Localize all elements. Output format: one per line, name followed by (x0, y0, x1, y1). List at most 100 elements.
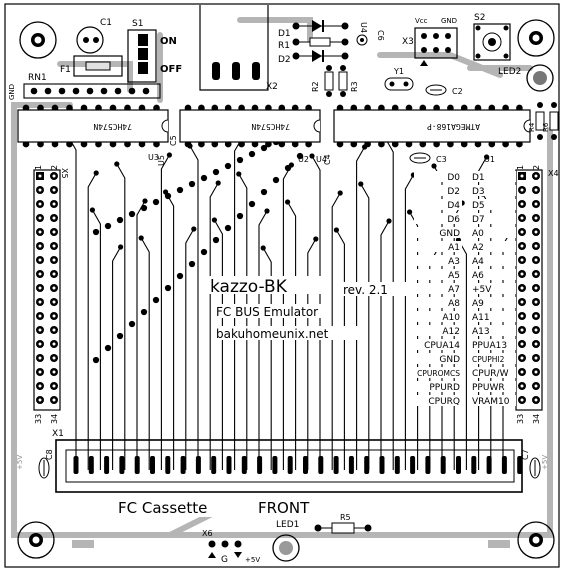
edge-connector-pin (104, 456, 110, 474)
label-x6-gnd: G (221, 555, 228, 565)
via (358, 181, 364, 187)
board-outline (4, 3, 560, 568)
edge-connector-pin (73, 456, 79, 474)
edge-connector-pin (379, 456, 385, 474)
pin-label-bg (470, 283, 516, 294)
bus-trace (360, 183, 370, 470)
pushbutton-s2 (473, 23, 511, 61)
resistor-r3 (338, 65, 348, 97)
label-c4: C4 (323, 154, 332, 165)
header-pin-hole (534, 342, 538, 346)
pin-label: GND (439, 355, 460, 365)
bus-trace (160, 154, 170, 470)
pin-label: CPURQ (428, 397, 460, 407)
via (260, 144, 268, 152)
bus-trace (140, 237, 150, 470)
pin-label: D7 (472, 215, 485, 225)
pin-label-bg (414, 171, 462, 182)
edge-connector-pin (410, 456, 416, 474)
label-c7: C7 (521, 449, 530, 460)
header-pin-hole (520, 244, 524, 248)
bus-trace (307, 238, 317, 470)
pin-label: D4 (447, 201, 460, 211)
edge-connector-pin (272, 456, 278, 474)
pin-label-bg (414, 381, 462, 392)
label-c5: C5 (169, 135, 178, 146)
header-pin-hole (52, 314, 56, 318)
pin-label: A7 (448, 285, 460, 295)
front-label: FRONT (258, 499, 310, 517)
via (176, 272, 184, 280)
label-d2: D2 (278, 55, 291, 65)
header-pin-hole (520, 202, 524, 206)
header-pin-hole (534, 174, 538, 178)
pin-label: PPURD (429, 383, 460, 393)
label-gnd-left: GND (8, 84, 16, 100)
edge-connector-pin (517, 456, 523, 474)
edge-connector-pin (364, 456, 370, 474)
pin-label-bg (414, 311, 462, 322)
header-pin-hole (520, 188, 524, 192)
via (92, 356, 100, 364)
header-pin-hole (38, 300, 42, 304)
pin-label: CPUROMCS (417, 369, 460, 378)
header-pin-hole (38, 244, 42, 248)
label-u4-top: U4 (359, 22, 368, 33)
diode-d1 (292, 20, 349, 32)
pin-label: A8 (448, 299, 460, 309)
label-x4: X4 (548, 169, 559, 178)
edge-connector-pin (88, 456, 94, 474)
via (166, 152, 172, 158)
header-pin-hole (534, 356, 538, 360)
header-pin-hole (520, 230, 524, 234)
bus-trace (91, 209, 101, 470)
label-u5: U5 (157, 155, 166, 166)
resistor-r4 (535, 102, 545, 140)
pin-label-bg (414, 283, 462, 294)
bus-trace (213, 219, 223, 470)
header-pin-hole (534, 272, 538, 276)
edge-connector-pin (303, 456, 308, 474)
via (211, 217, 217, 223)
via (284, 164, 292, 172)
pin-label-bg (470, 367, 516, 378)
via (248, 150, 256, 158)
led-led2 (526, 64, 554, 92)
bus-trace (311, 155, 321, 470)
bus-trace (356, 146, 366, 470)
via (431, 163, 437, 169)
edge-connector-pin (226, 456, 232, 474)
label-c1: C1 (100, 18, 112, 28)
mounting-hole-top-right (517, 19, 555, 57)
via (296, 152, 304, 160)
header-pin-hole (38, 314, 42, 318)
mounting-hole-bottom-right (517, 521, 555, 559)
header-pin-hole (534, 258, 538, 262)
header-pin-hole (38, 272, 42, 276)
bus-trace (335, 229, 345, 470)
via (140, 204, 148, 212)
pin-label: A13 (472, 327, 490, 337)
bus-trace (116, 163, 126, 470)
pin-label: D5 (472, 201, 485, 211)
pin-label: A0 (472, 229, 484, 239)
pin-label: GND (439, 229, 460, 239)
edge-connector-pin (150, 456, 155, 474)
pin-label-bg (414, 213, 462, 224)
pin-label-bg (470, 325, 516, 336)
pin-label-bg (470, 227, 516, 238)
pin-label: A9 (472, 299, 484, 309)
label-y1: Y1 (393, 67, 404, 76)
rn1-pin (128, 87, 136, 95)
header-pin-hole (520, 370, 524, 374)
pin-label-bg (470, 381, 516, 392)
pin-label: CPUR/W (472, 369, 509, 379)
pin-label-bg (414, 297, 462, 308)
edge-connector-pin (119, 456, 125, 474)
header-pin-hole (52, 244, 56, 248)
bus-trace (87, 172, 97, 470)
edge-connector-pin (394, 456, 400, 474)
via (191, 226, 197, 232)
header-pin-hole (38, 384, 42, 388)
via (212, 168, 220, 176)
